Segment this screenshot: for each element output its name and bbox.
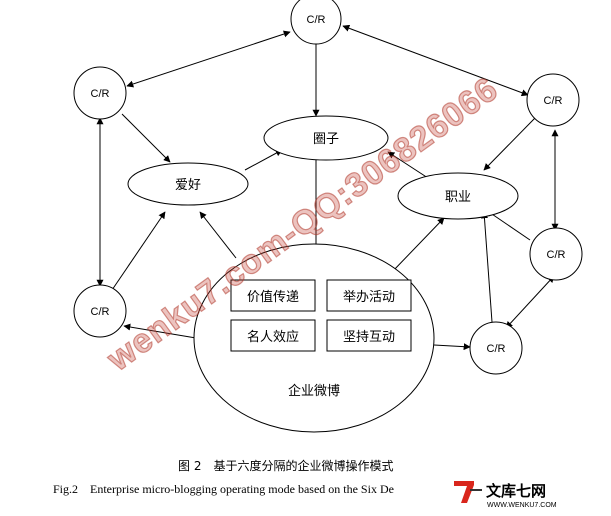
logo-mark-icon [454, 481, 474, 503]
box-keep-interacting-label: 坚持互动 [343, 330, 395, 345]
enterprise-label: 企业微博 [288, 383, 340, 399]
arrow-enterprise-to-crbottomright [433, 343, 471, 351]
hobby-ellipse: 爱好 [127, 162, 249, 206]
box-celebrity-effect: 名人效应 [230, 319, 316, 352]
circle-ellipse: 圈子 [263, 115, 389, 161]
arrow-crtop-to-crlefttop [126, 30, 291, 88]
hobby-label: 爱好 [175, 178, 201, 193]
cr-node-top: C/R [290, 0, 342, 45]
box-keep-interacting: 坚持互动 [326, 319, 412, 352]
box-value-transfer-label: 价值传递 [247, 289, 299, 305]
cr-node-left-top: C/R [73, 66, 127, 120]
arrow-crlefttop-to-hobby [121, 113, 171, 163]
arrow-career-to-circle [387, 151, 429, 179]
box-hold-events-label: 举办活动 [343, 290, 395, 305]
box-value-transfer: 价值传递 [230, 279, 316, 312]
cr-node-bottom-right-label: C/R [487, 343, 506, 355]
arrow-hobby-to-circle [244, 149, 283, 171]
cr-node-top-label: C/R [307, 14, 326, 26]
arrow-crtop-to-crrighttop [342, 24, 529, 97]
cr-node-right-mid: C/R [529, 227, 583, 281]
arrow-enterprise-to-career [391, 217, 445, 273]
caption-english: Fig.2 Enterprise micro-blogging operatin… [53, 482, 394, 496]
arrow-enterprise-to-hobby [199, 211, 237, 259]
site-logo: 文库七网 WWW.WENKU7.COM [454, 481, 557, 509]
cr-node-bottom-right: C/R [469, 321, 523, 375]
career-ellipse: 职业 [397, 172, 519, 220]
cr-node-right-mid-label: C/R [547, 249, 566, 261]
box-hold-events: 举办活动 [326, 279, 412, 312]
circle-label: 圈子 [313, 132, 339, 147]
connectors [96, 24, 559, 351]
cr-node-left-bottom: C/R [73, 284, 127, 338]
career-label: 职业 [445, 190, 471, 205]
cr-node-right-top: C/R [526, 73, 580, 127]
logo-name: 文库七网 [486, 482, 546, 500]
arrow-crbottomright-to-career [480, 211, 493, 323]
arrow-crleftbottom-to-hobby [111, 211, 166, 291]
cr-node-left-bottom-label: C/R [91, 306, 110, 318]
cr-node-left-top-label: C/R [91, 88, 110, 100]
logo-url: WWW.WENKU7.COM [487, 502, 557, 509]
box-celebrity-effect-label: 名人效应 [247, 329, 299, 345]
cr-node-right-top-label: C/R [544, 95, 563, 107]
caption-chinese: 图 2 基于六度分隔的企业微博操作模式 [178, 458, 393, 473]
arrow-crrighttop-to-career [483, 117, 536, 171]
arrow-crbottomright-to-crrightmid [505, 275, 555, 329]
arrow-enterprise-to-crleftbottom [123, 323, 197, 339]
